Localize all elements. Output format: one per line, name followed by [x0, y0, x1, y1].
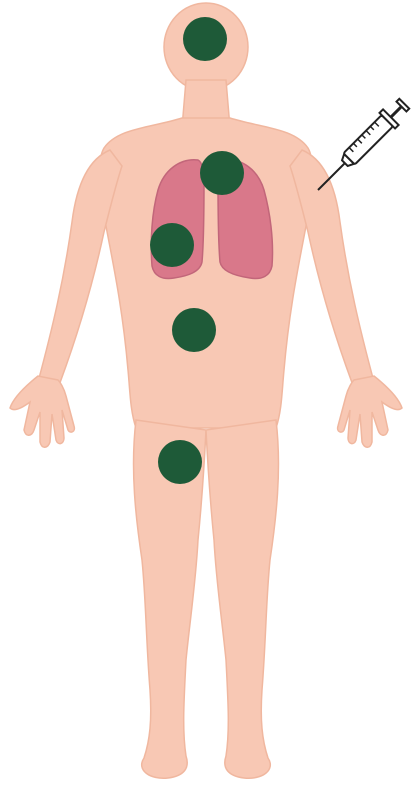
lesion-brain	[183, 17, 227, 61]
syringe-barrel	[343, 115, 392, 164]
syringe-plunger-rod	[391, 107, 402, 118]
left-arm	[38, 150, 122, 388]
lesion-thigh	[158, 440, 202, 484]
left-hand	[10, 376, 74, 447]
right-arm	[290, 150, 374, 388]
syringe-icon	[310, 96, 412, 198]
lesion-abdomen	[172, 308, 216, 352]
right-hand	[338, 376, 402, 447]
lesion-lung-lower	[150, 223, 194, 267]
human-body-silhouette	[10, 3, 402, 778]
lesion-lung-upper	[200, 151, 244, 195]
right-leg	[206, 420, 278, 778]
